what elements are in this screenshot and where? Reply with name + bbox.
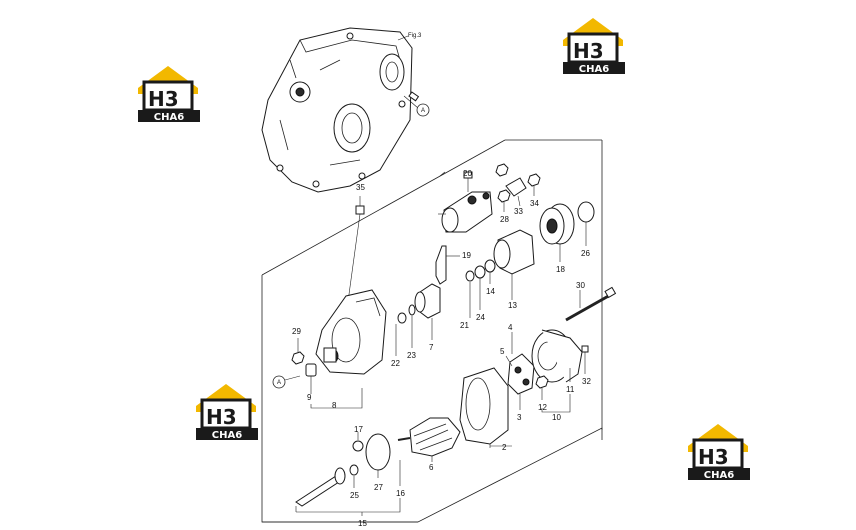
callout-label: 15 — [358, 519, 367, 528]
logo-h3-text: H3 — [148, 87, 179, 111]
callout-label: 14 — [486, 287, 495, 296]
callout-label: 6 — [429, 463, 434, 472]
part-solenoid-20 — [438, 171, 493, 233]
callout-label: 5 — [500, 347, 505, 356]
callout-label: 29 — [292, 327, 301, 336]
callout-label: 16 — [396, 489, 405, 498]
reference-marker-a-top: A — [416, 103, 430, 117]
part-washer-25 — [349, 464, 359, 488]
callout-label: 18 — [556, 265, 565, 274]
assembly-frame — [261, 139, 603, 523]
callout-label: 32 — [582, 377, 591, 386]
reference-marker-a-left: A — [272, 375, 301, 389]
callout-label: 8 — [332, 401, 337, 410]
part-shift-lever-19 — [435, 245, 460, 285]
watermark-logo: H3 CHA6 — [688, 424, 750, 481]
callout-label: 19 — [462, 251, 471, 260]
callout-label: 21 — [460, 321, 469, 330]
callout-label: 2 — [502, 443, 507, 452]
part-gear-17 — [352, 432, 364, 452]
part-nut-28 — [495, 163, 511, 212]
callout-label: 35 — [356, 183, 365, 192]
reference-letter: A — [277, 380, 281, 386]
callout-label: 33 — [514, 207, 523, 216]
part-clip-23 — [408, 304, 416, 348]
callout-label: 25 — [350, 491, 359, 500]
callout-label: 17 — [354, 425, 363, 434]
callout-label: 27 — [374, 483, 383, 492]
part-bushing-9 — [305, 363, 317, 394]
part-ring-21 — [465, 270, 475, 318]
part-pinion-7 — [414, 283, 441, 340]
callout-labels: 35 20 33 34 28 26 18 19 14 13 24 21 23 2… — [292, 169, 591, 528]
part-spacer-24 — [474, 265, 486, 310]
logo-h3-text: H3 — [573, 39, 604, 63]
callout-label: 10 — [552, 413, 561, 422]
part-brush-holder-3 — [505, 332, 535, 410]
part-output-shaft-15 — [295, 467, 401, 516]
logo-cha6-text: CHA6 — [212, 430, 242, 441]
part-terminal-33 — [505, 177, 527, 207]
logo-h3-text: H3 — [698, 445, 729, 469]
part-yoke-2 — [459, 367, 512, 448]
logo-cha6-text: CHA6 — [579, 64, 609, 75]
part-through-bolt-30 — [565, 286, 617, 322]
part-washer-14 — [484, 259, 496, 284]
callout-label: 20 — [463, 169, 472, 178]
callout-label: 24 — [476, 313, 485, 322]
logo-h3-text: H3 — [206, 405, 237, 429]
part-gear-housing-13 — [493, 229, 535, 300]
part-nut-12 — [535, 375, 549, 400]
callout-label: 3 — [517, 413, 522, 422]
logo-cha6-text: CHA6 — [154, 112, 184, 123]
callout-label: 22 — [391, 359, 400, 368]
part-ring-22 — [395, 312, 407, 356]
callout-label: 9 — [307, 393, 312, 402]
watermark-logo: H3 CHA6 — [563, 18, 625, 75]
part-cover-26 — [577, 201, 595, 246]
part-screw-32 — [581, 345, 589, 374]
callout-label: 12 — [538, 403, 547, 412]
bracket-10 — [541, 394, 571, 413]
part-front-housing-8 — [315, 289, 387, 375]
callout-label: 26 — [581, 249, 590, 258]
reference-letter: A — [421, 108, 425, 114]
part-armature-6 — [397, 417, 461, 462]
figure-ref-label: Fig.3 — [408, 33, 422, 39]
part-nut-34 — [527, 173, 541, 196]
logo-cha6-text: CHA6 — [704, 470, 734, 481]
part-plate-27 — [365, 433, 391, 478]
flywheel-housing: Fig.3 — [261, 27, 422, 193]
watermark-logo: H3 CHA6 — [138, 66, 200, 123]
callout-label: 7 — [429, 343, 434, 352]
callout-label: 23 — [407, 351, 416, 360]
part-bearing-housing-18 — [539, 203, 575, 262]
callout-label: 4 — [508, 323, 513, 332]
callout-label: 13 — [508, 301, 517, 310]
part-end-cover-11 — [531, 329, 583, 383]
callout-label: 28 — [500, 215, 509, 224]
callout-label: 30 — [576, 281, 585, 290]
part-nut-29 — [291, 338, 305, 365]
callout-label: 11 — [566, 385, 575, 394]
callout-label: 34 — [530, 199, 539, 208]
bracket-8 — [310, 388, 363, 409]
watermark-logo: H3 CHA6 — [196, 384, 258, 441]
